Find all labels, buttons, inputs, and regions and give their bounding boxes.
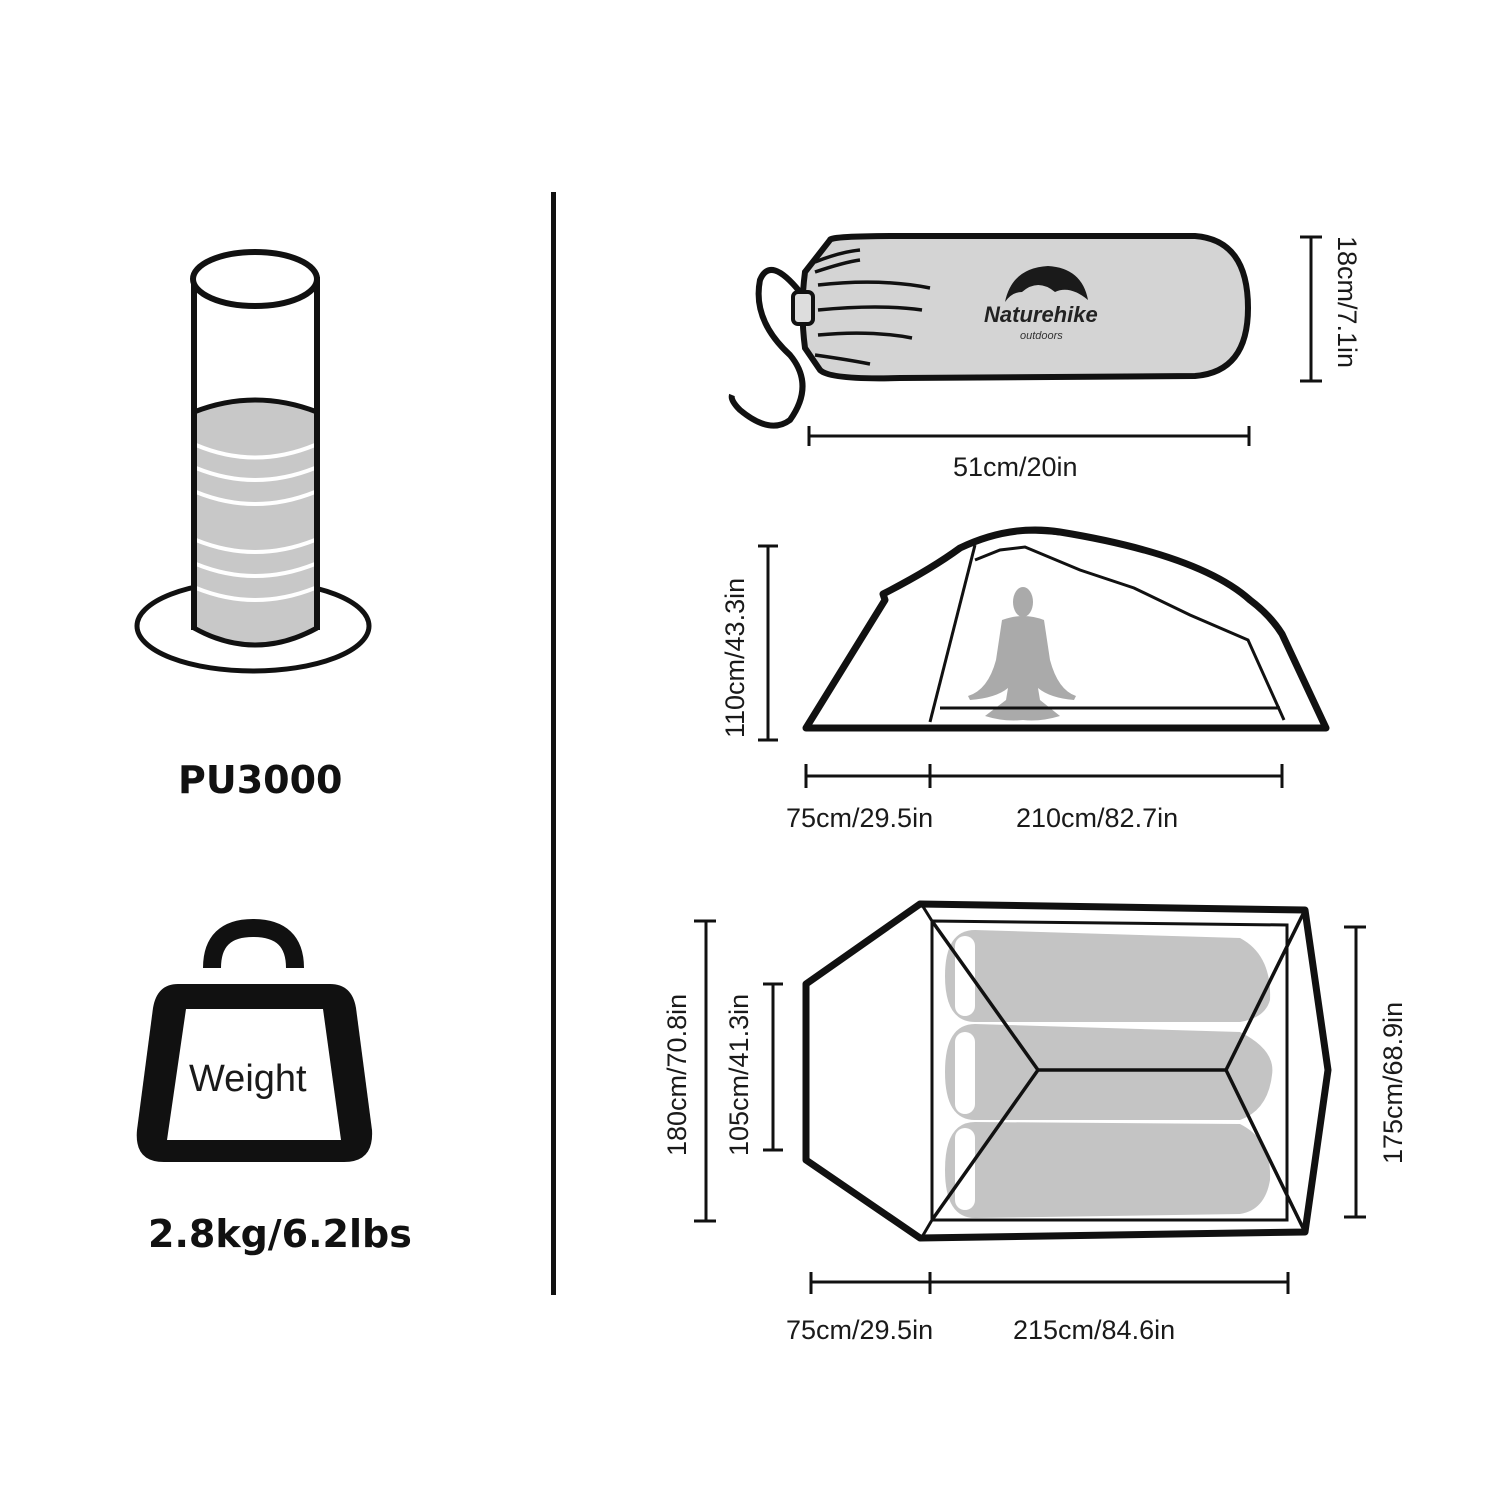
- weight-icon: [136, 918, 373, 1162]
- top-vestibule-label: 75cm/29.5in: [786, 1315, 934, 1345]
- water-column-icon: [134, 249, 372, 674]
- brand-logo-subtext: outdoors: [1020, 330, 1063, 342]
- weight-icon-text: Weight: [189, 1058, 307, 1100]
- brand-logo-text: Naturehike: [984, 302, 1098, 327]
- bag-length-label: 51cm/20in: [953, 452, 1078, 482]
- side-vestibule-label: 75cm/29.5in: [786, 803, 934, 833]
- bag-dimension-lines: [807, 235, 1322, 446]
- top-outer-width-label: 180cm/70.8in: [662, 993, 692, 1156]
- side-inner-length-label: 210cm/82.7in: [1016, 803, 1179, 833]
- stuff-sack-illustration: [728, 233, 1252, 429]
- section-divider: [551, 192, 556, 1295]
- top-inner-width-label: 175cm/68.9in: [1378, 1001, 1408, 1164]
- top-inner-length-label: 215cm/84.6in: [1013, 1315, 1176, 1345]
- weight-label: 2.8kg/6.2lbs: [148, 1212, 412, 1256]
- tent-side-illustration: [758, 526, 1330, 788]
- top-door-width-label: 105cm/41.3in: [724, 993, 754, 1156]
- waterproof-rating-label: PU3000: [178, 758, 343, 802]
